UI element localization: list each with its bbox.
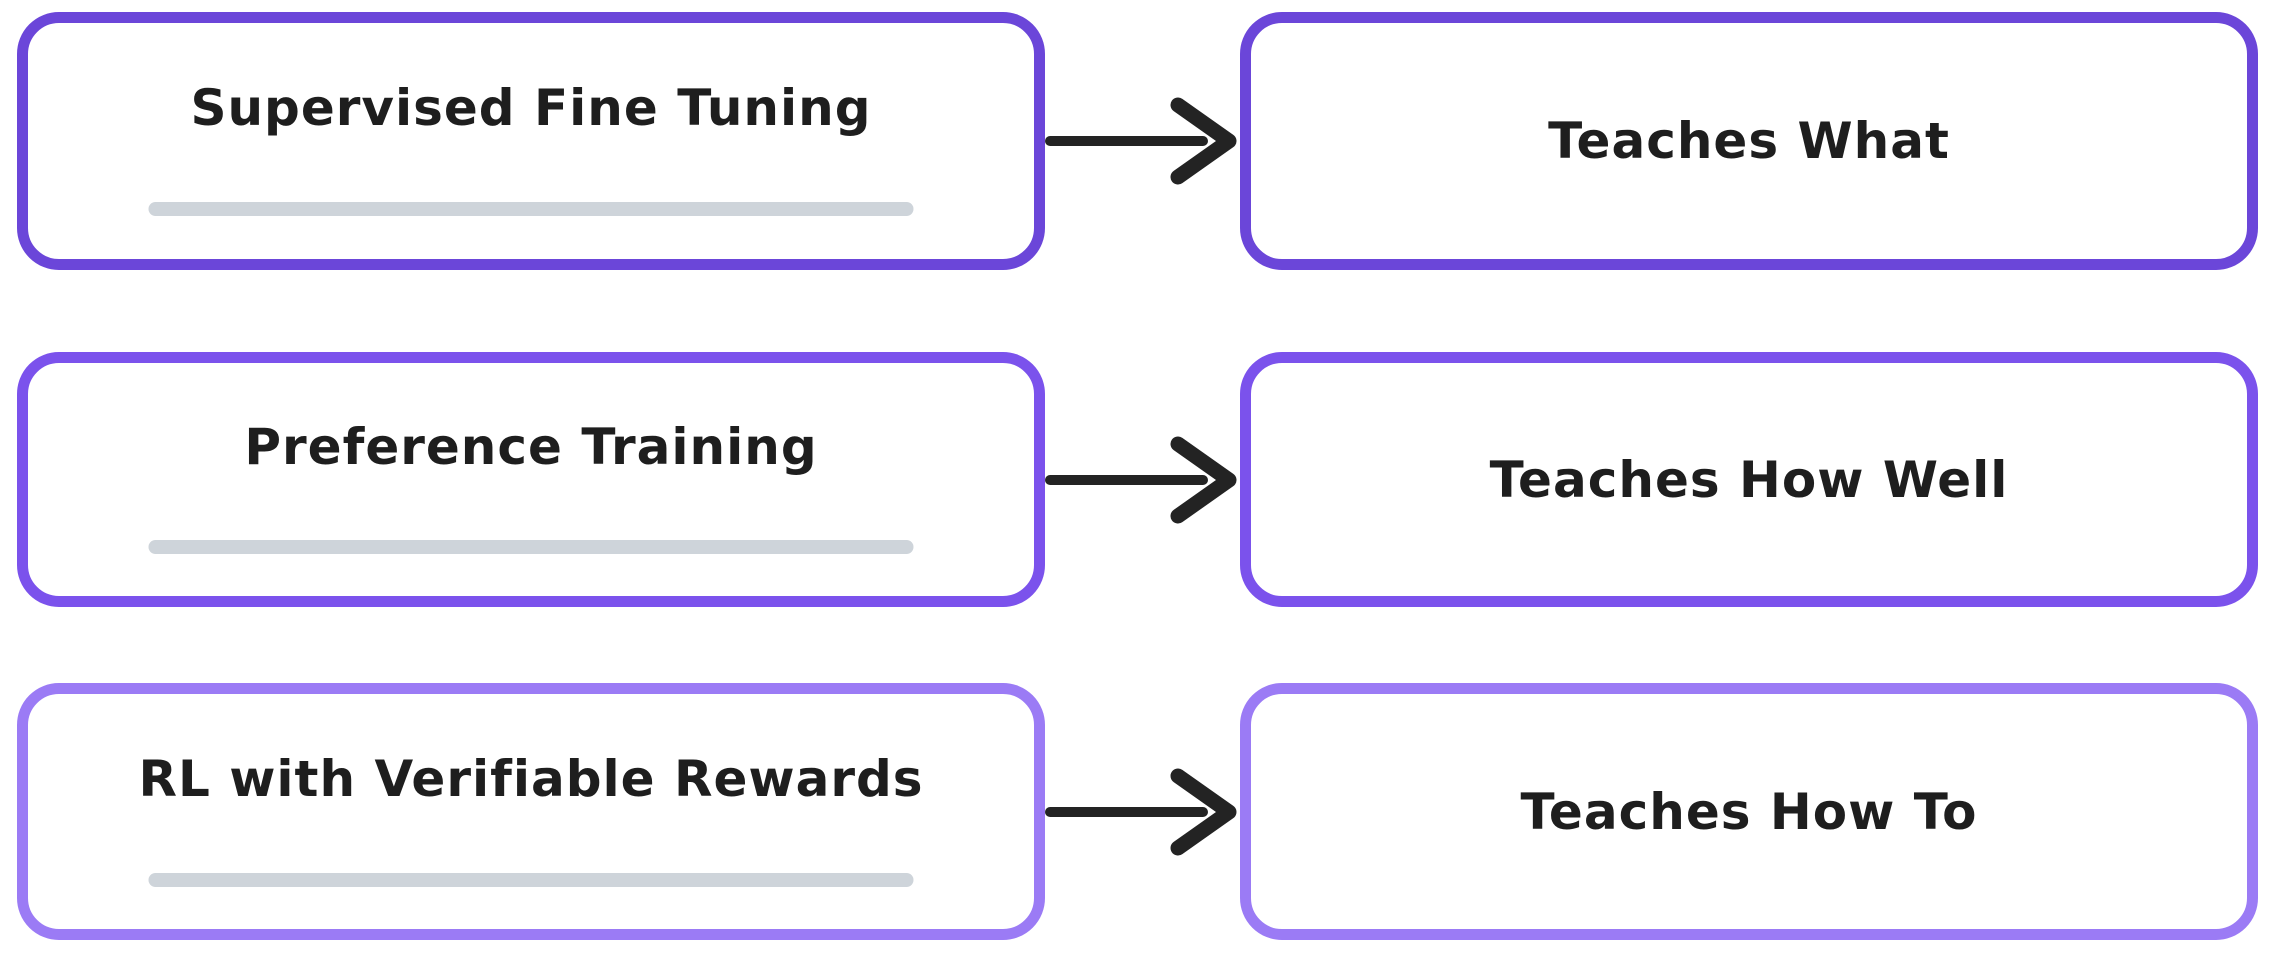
outcome-label: Teaches How To	[1520, 782, 1978, 841]
training-method-node: RL with Verifiable Rewards	[17, 683, 1045, 940]
right-arrow-icon	[1043, 12, 1240, 270]
underline-decoration	[148, 202, 914, 217]
training-method-label: Preference Training	[244, 417, 818, 476]
training-method-label: RL with Verifiable Rewards	[138, 749, 924, 808]
outcome-label: Teaches How Well	[1489, 450, 2009, 509]
outcome-node: Teaches What	[1240, 12, 2258, 270]
training-method-node: Preference Training	[17, 352, 1045, 607]
outcome-node: Teaches How Well	[1240, 352, 2258, 607]
outcome-label: Teaches What	[1548, 112, 1950, 170]
underline-decoration	[148, 872, 914, 887]
right-arrow-icon	[1043, 352, 1240, 607]
underline-decoration	[148, 540, 914, 555]
right-arrow-icon	[1043, 683, 1240, 940]
flow-row: Supervised Fine Tuning Teaches What	[0, 12, 2277, 270]
flow-row: Preference Training Teaches How Well	[0, 352, 2277, 607]
training-method-node: Supervised Fine Tuning	[17, 12, 1045, 270]
outcome-node: Teaches How To	[1240, 683, 2258, 940]
flow-row: RL with Verifiable Rewards Teaches How T…	[0, 683, 2277, 940]
training-method-label: Supervised Fine Tuning	[190, 78, 872, 137]
